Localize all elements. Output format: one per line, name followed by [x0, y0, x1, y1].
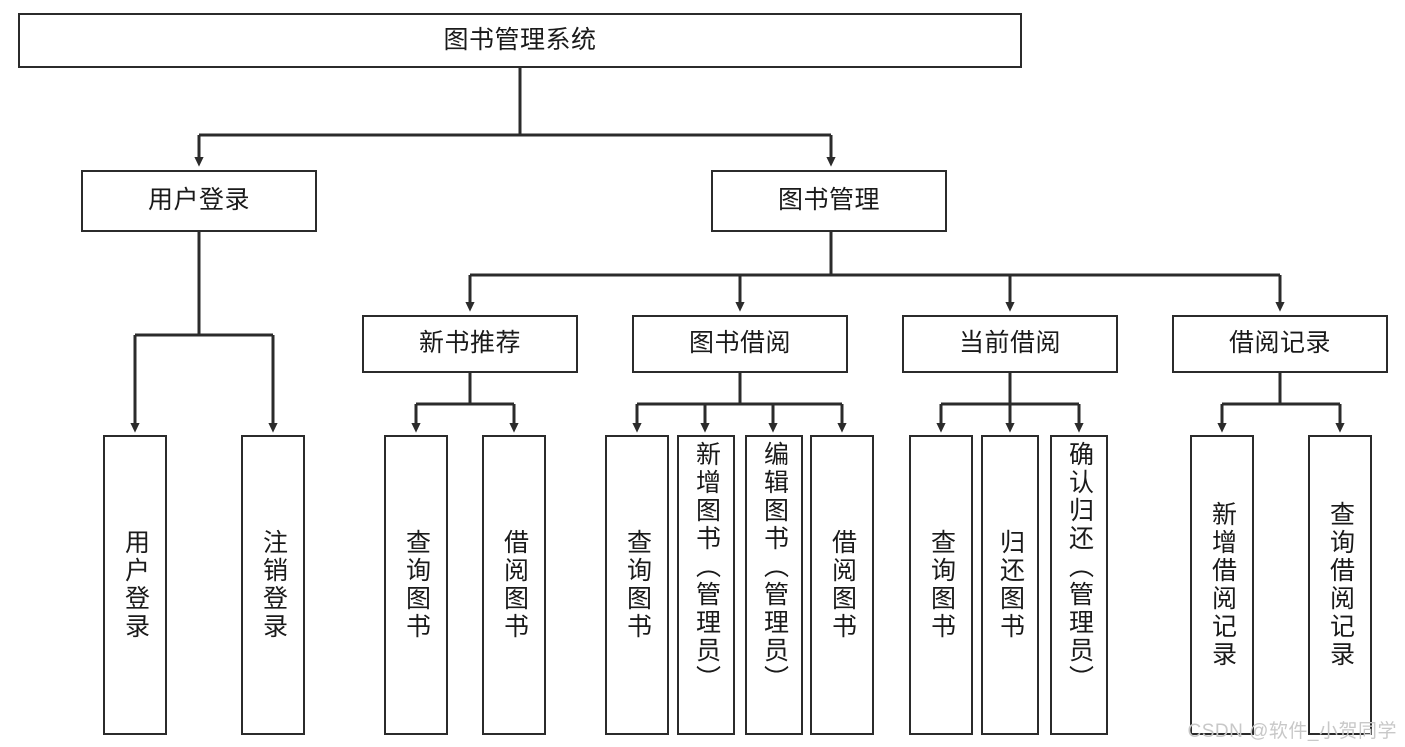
node-label: 用户登录	[147, 186, 250, 215]
node-label: 当前借阅	[958, 329, 1061, 358]
leaf-record-add-borrow-record[interactable]: 新增借阅记录	[1190, 435, 1254, 735]
node-current-borrow[interactable]: 当前借阅	[902, 315, 1118, 373]
leaf-user-login-login[interactable]: 用户登录	[103, 435, 167, 735]
node-label: 借阅图书	[828, 529, 857, 641]
node-label: 图书管理系统	[443, 25, 597, 54]
leaf-user-login-logout[interactable]: 注销登录	[241, 435, 305, 735]
node-root-library-system[interactable]: 图书管理系统	[18, 13, 1022, 68]
node-borrow-record[interactable]: 借阅记录	[1172, 315, 1388, 373]
leaf-borrow-add-book-admin[interactable]: 新增图书（管理员）	[677, 435, 735, 735]
node-label: 借阅图书	[500, 529, 529, 641]
node-label: 图书管理	[777, 186, 880, 215]
node-user-login[interactable]: 用户登录	[81, 170, 317, 232]
leaf-recommend-borrow-book[interactable]: 借阅图书	[482, 435, 546, 735]
node-label: 编辑图书（管理员）	[760, 441, 789, 693]
leaf-current-confirm-return-admin[interactable]: 确认归还（管理员）	[1050, 435, 1108, 735]
node-label: 新增图书（管理员）	[692, 441, 721, 693]
leaf-current-return-book[interactable]: 归还图书	[981, 435, 1039, 735]
node-label: 新增借阅记录	[1208, 501, 1237, 669]
node-label: 借阅记录	[1228, 329, 1331, 358]
node-book-borrow[interactable]: 图书借阅	[632, 315, 848, 373]
node-label: 查询图书	[623, 529, 652, 641]
leaf-borrow-edit-book-admin[interactable]: 编辑图书（管理员）	[745, 435, 803, 735]
node-book-management[interactable]: 图书管理	[711, 170, 947, 232]
leaf-borrow-borrow-book[interactable]: 借阅图书	[810, 435, 874, 735]
node-label: 归还图书	[996, 529, 1025, 641]
leaf-borrow-query-book[interactable]: 查询图书	[605, 435, 669, 735]
leaf-record-query-borrow-record[interactable]: 查询借阅记录	[1308, 435, 1372, 735]
node-label: 用户登录	[121, 529, 150, 641]
node-label: 注销登录	[259, 529, 288, 641]
node-label: 图书借阅	[688, 329, 791, 358]
leaf-current-query-book[interactable]: 查询图书	[909, 435, 973, 735]
node-label: 查询借阅记录	[1326, 501, 1355, 669]
node-label: 确认归还（管理员）	[1065, 441, 1094, 693]
node-label: 查询图书	[927, 529, 956, 641]
csdn-watermark: CSDN @软件_小贺同学	[1187, 721, 1397, 742]
node-label: 新书推荐	[418, 329, 521, 358]
node-label: 查询图书	[402, 529, 431, 641]
node-new-book-recommend[interactable]: 新书推荐	[362, 315, 578, 373]
leaf-recommend-query-book[interactable]: 查询图书	[384, 435, 448, 735]
